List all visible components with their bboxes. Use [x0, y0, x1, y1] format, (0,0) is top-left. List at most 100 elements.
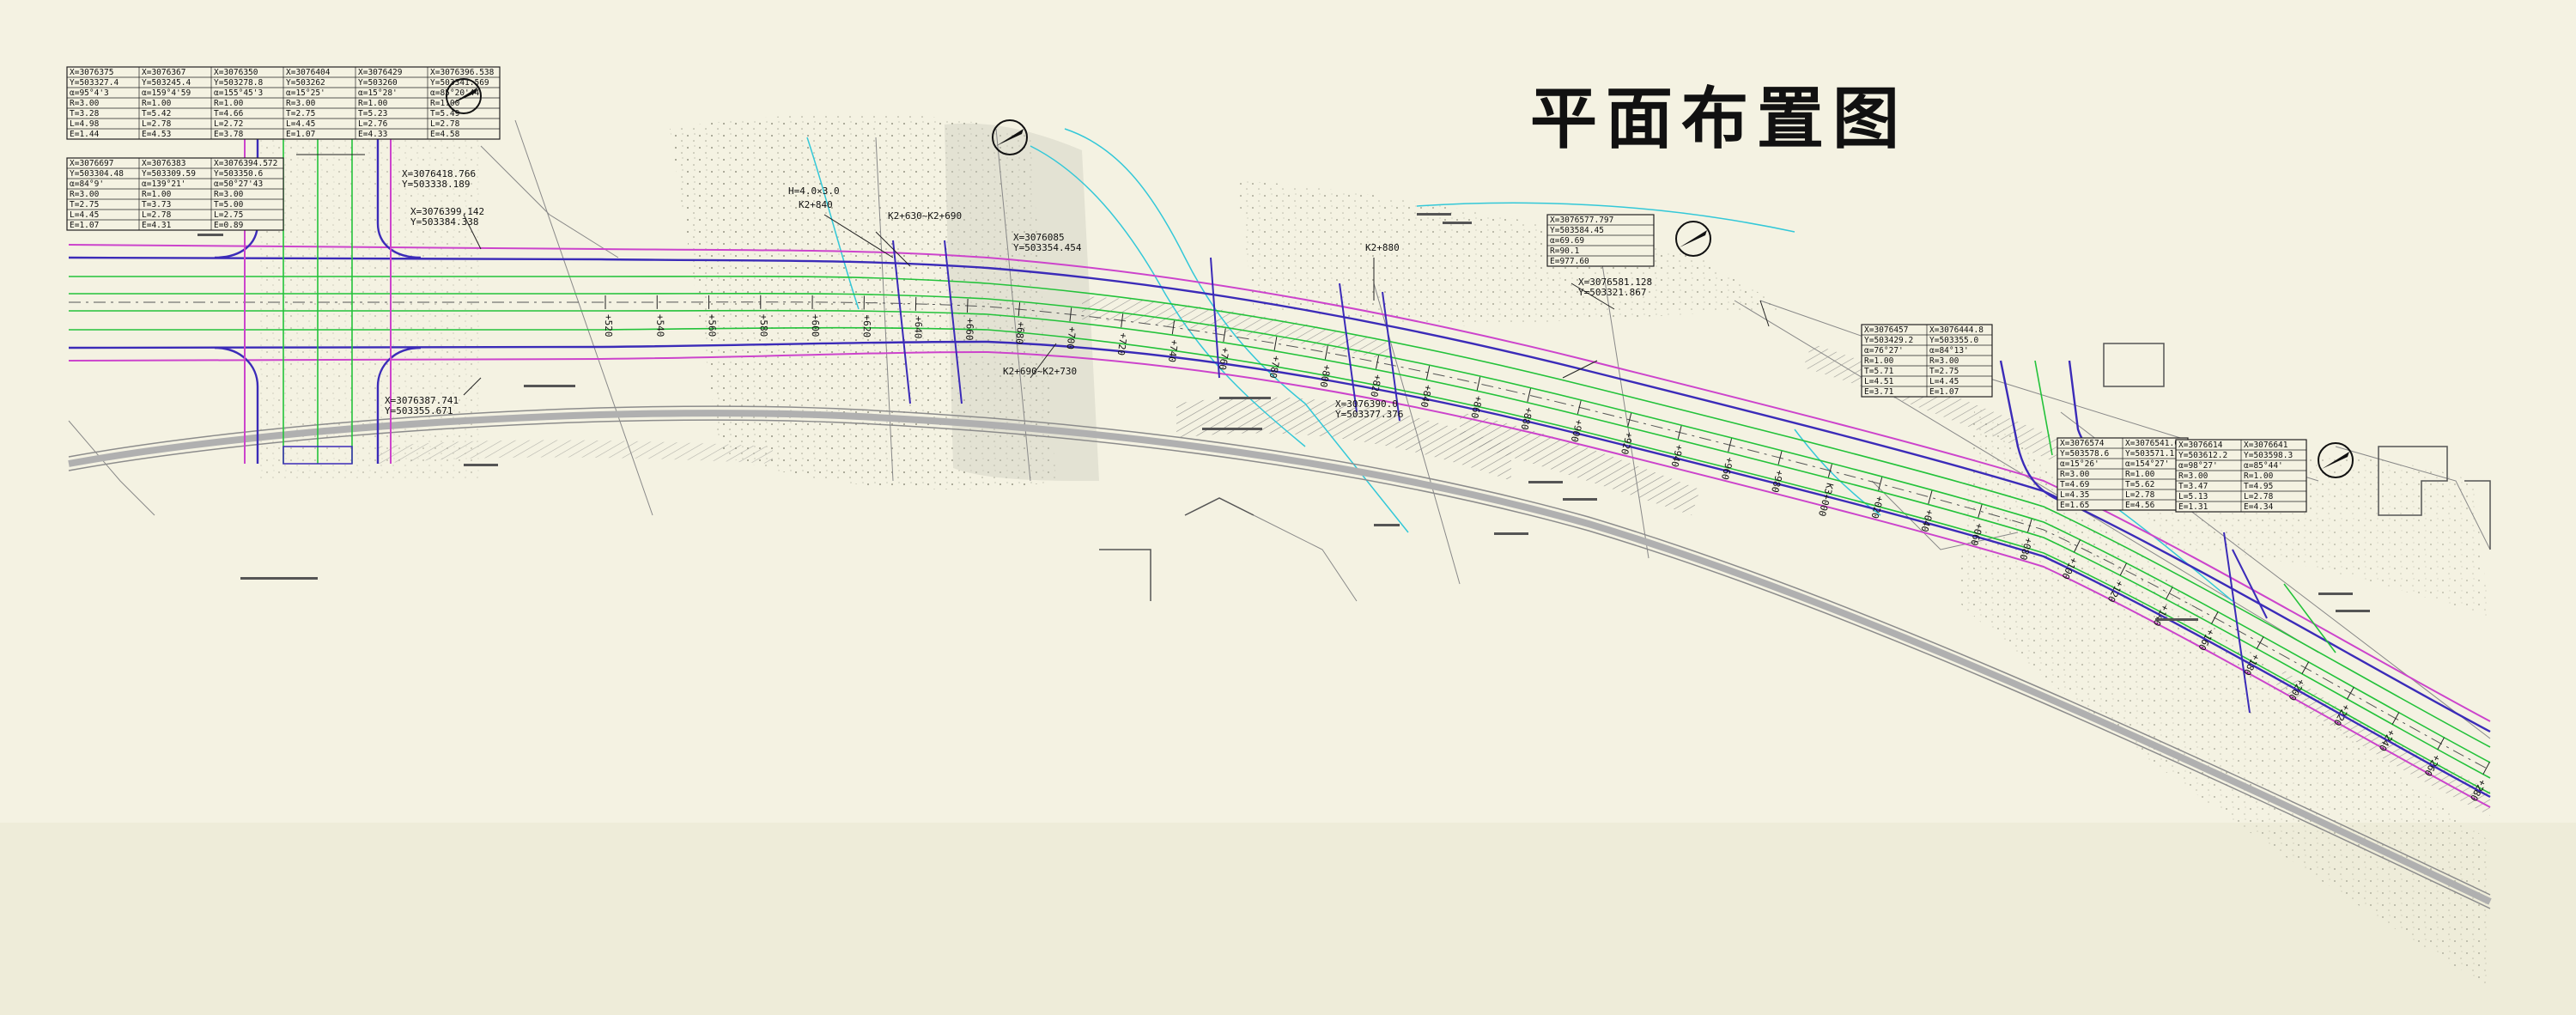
table-cell: R=1.00: [142, 99, 172, 108]
station-tick: [1577, 400, 1582, 415]
station-tick: [1978, 504, 1983, 519]
station-label: +800: [1317, 364, 1333, 388]
station-label: K3+000: [1816, 482, 1836, 518]
station-tick: [1273, 336, 1278, 350]
station-label: +720: [1115, 332, 1129, 356]
north-arrow-icon: [446, 78, 482, 114]
table-cell: Y=503578.6: [2060, 449, 2109, 459]
table-cell: Y=503309.59: [142, 169, 196, 179]
sheet-lower-band: [0, 823, 2576, 1015]
table-cell: α=95°4'3: [70, 88, 109, 98]
curve-table: X=3076577.797Y=503584.45α=69.69R=90.1E=9…: [1546, 214, 1655, 267]
station-label: +700: [1064, 326, 1078, 350]
table-cell: Y=503429.2: [1864, 336, 1913, 345]
table-cell: X=3076641: [2244, 441, 2288, 450]
table-cell: X=3076577.797: [1550, 216, 1613, 225]
station-tick: [1627, 413, 1632, 427]
station-label: +620: [861, 314, 872, 337]
table-cell: T=2.75: [70, 200, 99, 210]
callout-k2-880: K2+880: [1365, 242, 1400, 253]
table-cell: α=84°9': [70, 179, 104, 189]
callout-k2-840: K2+840: [799, 199, 833, 210]
callout-labels: K2+840 H=4.0×3.0 K2+630~K2+690 K2+690~K2…: [385, 168, 1652, 420]
table-cell: α=15°26': [2060, 459, 2099, 469]
table-cell: R=1.00: [1864, 356, 1894, 366]
station-label: +940: [1668, 443, 1685, 468]
station-tick: [1527, 388, 1531, 403]
table-cell: R=3.00: [70, 190, 100, 199]
table-cell: R=3.00: [70, 99, 100, 108]
table-cell: R=3.00: [2178, 471, 2208, 481]
table-cell: Y=503598.3: [2244, 451, 2293, 460]
station-tick: [1728, 438, 1733, 453]
railway-line: [68, 405, 2492, 909]
table-cell: X=3076350: [214, 68, 258, 77]
culverts: [892, 240, 2251, 714]
station-label: +840: [1419, 384, 1434, 409]
table-cell: T=2.75: [286, 109, 315, 119]
table-cell: X=3076574: [2060, 439, 2105, 448]
table-cell: T=5.42: [142, 109, 171, 119]
callout-leaders: [463, 214, 1770, 396]
station-tick: [2027, 519, 2032, 532]
table-cell: E=3.78: [214, 130, 244, 139]
station-label: +540: [654, 314, 665, 337]
table-cell: X=3076375: [70, 68, 113, 77]
station-label: +580: [758, 314, 769, 337]
table-cell: E=1.44: [70, 130, 100, 139]
table-cell: Y=503260: [358, 78, 398, 88]
table-cell: L=4.45: [70, 210, 99, 220]
table-cell: L=4.98: [70, 119, 100, 129]
table-cell: T=5.00: [214, 200, 244, 210]
table-cell: E=1.07: [1929, 387, 1959, 397]
table-cell: Y=503304.48: [70, 169, 124, 179]
north-arrow-icon: [1675, 221, 1711, 257]
table-frame: [66, 157, 284, 231]
station-label: +980: [1769, 469, 1785, 494]
station-tick: [2256, 636, 2264, 649]
table-cell: E=4.34: [2244, 502, 2274, 512]
table-cell: E=1.31: [2178, 502, 2208, 512]
table-cell: R=1.00: [358, 99, 388, 108]
table-cell: R=3.00: [214, 190, 244, 199]
station-label: +560: [707, 314, 718, 337]
station-tick: [2211, 611, 2219, 624]
station-tick: [2347, 686, 2354, 700]
table-cell: R=3.00: [2060, 470, 2090, 479]
station-tick: [1777, 451, 1783, 465]
table-cell: L=2.72: [214, 119, 243, 129]
table-cell: X=3076396.538: [430, 68, 495, 77]
table-cell: α=15°28': [358, 88, 398, 98]
station-tick: [966, 298, 969, 313]
table-cell: L=2.75: [214, 210, 243, 220]
table-cell: α=84°13': [1929, 346, 1969, 356]
table-cell: T=2.75: [1929, 367, 1959, 376]
station-tick: [2119, 562, 2127, 576]
station-tick: [2166, 587, 2173, 600]
table-cell: E=4.58: [430, 130, 460, 139]
station-tick: [1121, 313, 1124, 328]
callout-coord-g: X=3076581.128: [1578, 277, 1652, 288]
table-cell: X=3076697: [70, 159, 113, 168]
table-cell: E=4.56: [2125, 501, 2155, 510]
table-cell: L=5.13: [2178, 492, 2208, 501]
station-label: +680: [1013, 321, 1026, 345]
callout-coord-c: X=3076399.142: [410, 206, 484, 217]
table-cell: X=3076394.572: [214, 159, 277, 168]
table-cell: E=0.89: [214, 221, 244, 230]
station-label: +740: [1166, 339, 1181, 363]
station-tick: [1324, 345, 1328, 360]
table-cell: X=3076457: [1864, 325, 1908, 335]
station-tick: [1069, 307, 1072, 322]
table-cell: L=4.45: [286, 119, 315, 129]
table-cell: L=4.35: [2060, 490, 2089, 500]
table-cell: R=1.00: [2244, 471, 2274, 481]
callout-coord-l: Y=503377.376: [1335, 409, 1403, 420]
station-tick: [2437, 737, 2445, 751]
station-tick: [1677, 425, 1682, 440]
